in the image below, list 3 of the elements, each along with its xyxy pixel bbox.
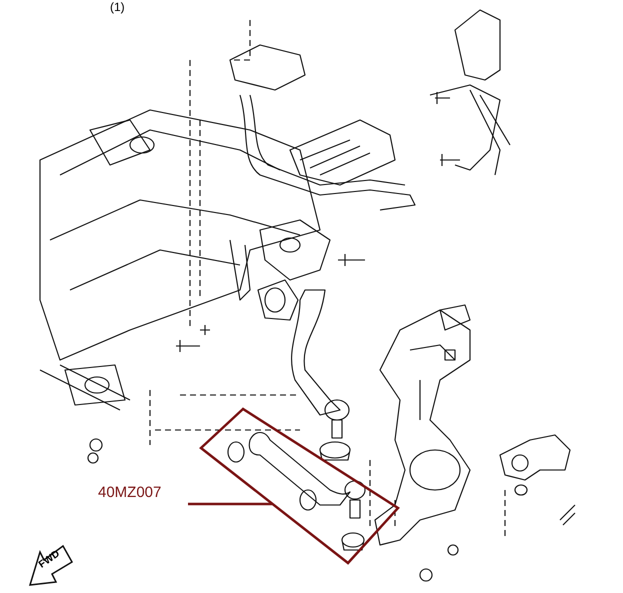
part-number: 40MZ007 bbox=[98, 483, 198, 503]
leader-line bbox=[188, 502, 272, 506]
figure-number: (1) bbox=[110, 0, 125, 14]
